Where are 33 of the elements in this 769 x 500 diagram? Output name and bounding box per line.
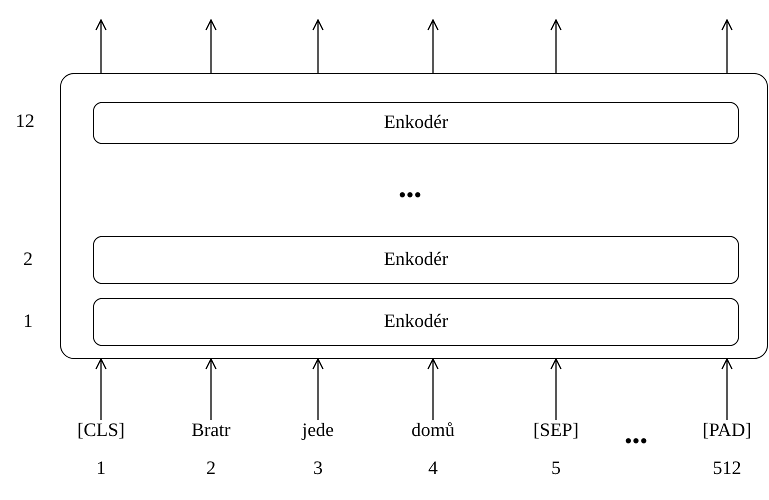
arrow bbox=[312, 19, 324, 73]
encoder-box: Enkodér bbox=[93, 298, 739, 346]
layer-number: 12 bbox=[16, 111, 34, 133]
arrow bbox=[550, 358, 562, 420]
token-label: domů bbox=[411, 420, 455, 442]
token-label: Bratr bbox=[191, 420, 231, 442]
arrow bbox=[205, 19, 217, 73]
arrow bbox=[721, 19, 733, 73]
token-label: [CLS] bbox=[77, 420, 125, 442]
ellipsis: ••• bbox=[398, 182, 422, 208]
position-number: 1 bbox=[96, 458, 106, 480]
token-label: jede bbox=[302, 420, 334, 442]
arrow bbox=[205, 358, 217, 420]
ellipsis: ••• bbox=[624, 428, 648, 454]
arrow bbox=[95, 358, 107, 420]
position-number: 512 bbox=[712, 458, 742, 480]
position-number: 4 bbox=[428, 458, 438, 480]
position-number: 3 bbox=[313, 458, 323, 480]
arrow bbox=[550, 19, 562, 73]
token-label: [SEP] bbox=[533, 420, 579, 442]
arrow bbox=[721, 358, 733, 420]
arrow bbox=[427, 19, 439, 73]
arrow bbox=[427, 358, 439, 420]
layer-number: 2 bbox=[23, 249, 33, 271]
arrow bbox=[312, 358, 324, 420]
position-number: 5 bbox=[551, 458, 561, 480]
encoder-box: Enkodér bbox=[93, 102, 739, 144]
encoder-box: Enkodér bbox=[93, 236, 739, 284]
layer-number: 1 bbox=[23, 311, 33, 333]
encoder-stack-box bbox=[60, 73, 768, 359]
position-number: 2 bbox=[206, 458, 216, 480]
token-label: [PAD] bbox=[702, 420, 752, 442]
arrow bbox=[95, 19, 107, 73]
